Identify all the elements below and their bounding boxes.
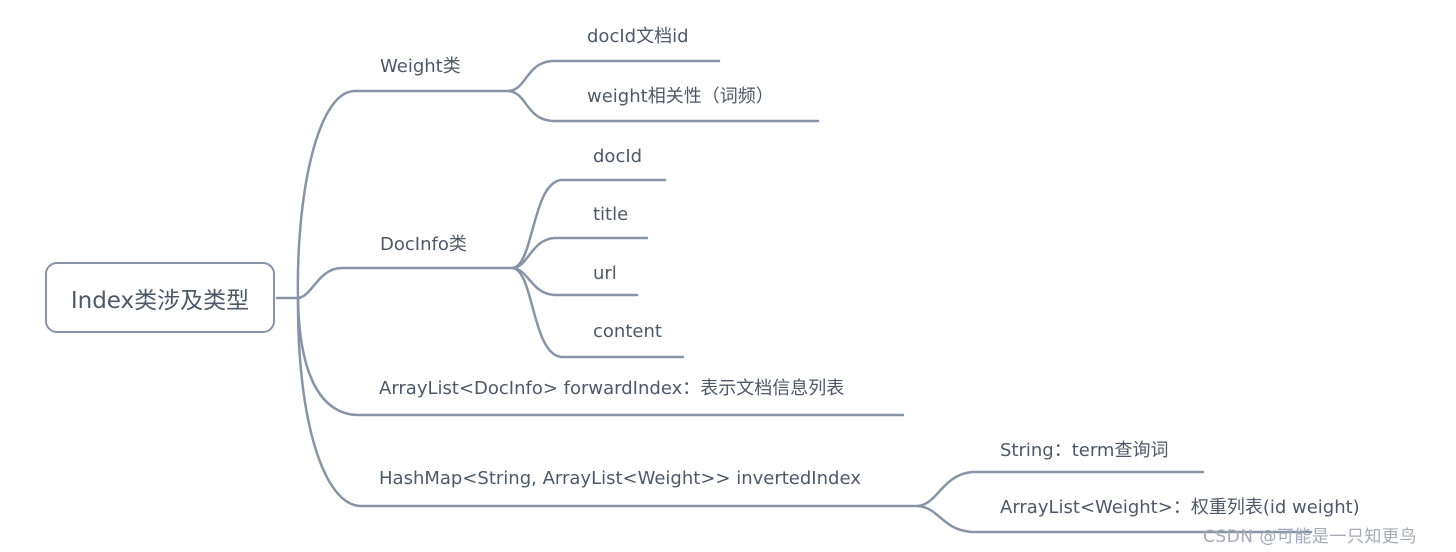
topic-docinfo-class[interactable]: DocInfo类: [380, 234, 467, 255]
topic-inverted-index[interactable]: HashMap<String, ArrayList<Weight>> inver…: [379, 468, 861, 489]
branch-line-weight-relevance: [507, 89, 820, 123]
branch-line-docinfo-title: [511, 236, 649, 270]
branch-line-inverted-index: [296, 296, 920, 508]
branch-line-forward-index: [296, 296, 905, 417]
topic-weight-list[interactable]: ArrayList<Weight>：权重列表(id weight): [1000, 497, 1360, 518]
topic-forward-index[interactable]: ArrayList<DocInfo> forwardIndex：表示文档信息列表: [379, 378, 845, 399]
topic-docinfo-docid[interactable]: docId: [593, 146, 643, 167]
topic-docid-doc-id[interactable]: docId文档id: [587, 26, 689, 47]
branch-line-docinfo-content: [511, 266, 685, 359]
branch-line-docinfo-docid: [511, 178, 667, 270]
branch-line-string-term: [916, 470, 1205, 508]
branch-line-docid-docid: [507, 59, 721, 93]
topic-string-term[interactable]: String：term查询词: [1000, 440, 1169, 461]
branch-line-docinfo-class: [296, 266, 515, 300]
topic-docinfo-title[interactable]: title: [593, 204, 629, 225]
topic-docinfo-url[interactable]: url: [593, 263, 617, 284]
topic-docinfo-content[interactable]: content: [593, 321, 662, 342]
topic-weight-relevance[interactable]: weight相关性（词频）: [587, 86, 774, 107]
root-topic-index-class[interactable]: Index类涉及类型: [45, 262, 275, 333]
branch-line-weight-class: [296, 89, 511, 300]
branch-line-weight-list: [916, 504, 1313, 534]
branch-line-docinfo-url: [511, 266, 639, 297]
topic-weight-class[interactable]: Weight类: [380, 56, 461, 77]
csdn-watermark: CSDN @可能是一只知更鸟: [1203, 527, 1417, 547]
